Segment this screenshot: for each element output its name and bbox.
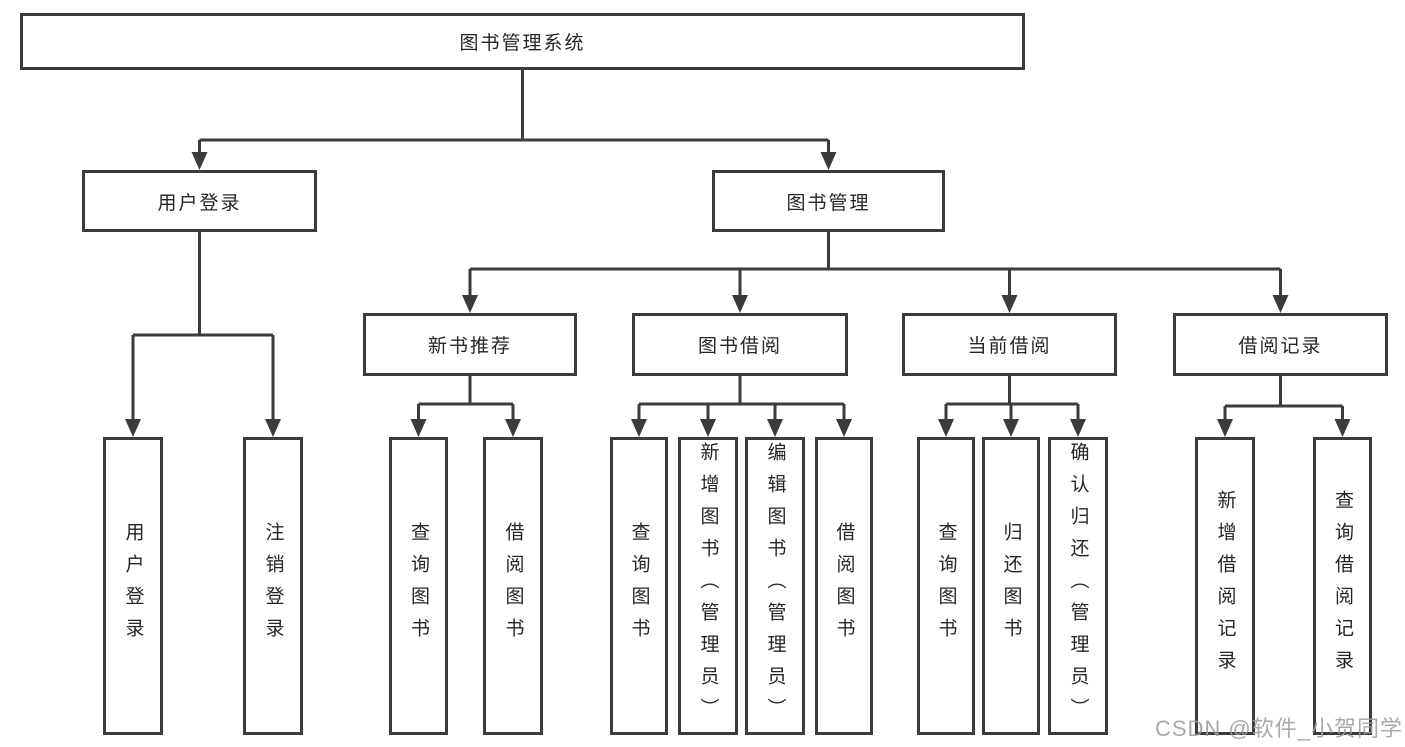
arrowhead-icon: [1217, 419, 1233, 437]
connector-path: [944, 376, 1080, 424]
node-label: 借阅图书: [502, 522, 524, 650]
arrowhead-icon: [938, 419, 954, 437]
arrowhead-icon: [767, 419, 783, 437]
node-label: 注销登录: [262, 522, 284, 650]
arrowhead-icon: [631, 419, 647, 437]
node-label: 用户登录: [122, 522, 144, 650]
arrowhead-icon: [505, 419, 521, 437]
arrowhead-icon: [1334, 419, 1351, 437]
node-label: 查询图书: [628, 522, 650, 650]
node-leaf-rec-borrow: 借阅图书: [483, 437, 543, 735]
arrowhead-icon: [732, 295, 748, 313]
arrowhead-icon: [836, 419, 852, 437]
node-leaf-cb-return: 归还图书: [982, 437, 1040, 735]
node-leaf-user-login: 用户登录: [103, 437, 163, 735]
node-leaf-logout: 注销登录: [243, 437, 303, 735]
arrowhead-icon: [1003, 419, 1019, 437]
node-label: 新增借阅记录: [1214, 490, 1236, 682]
node-leaf-rec-query: 查询图书: [389, 437, 448, 735]
arrowhead-icon: [191, 152, 208, 170]
arrowhead-icon: [700, 419, 716, 437]
arrowhead-icon: [410, 419, 427, 437]
node-borrow-records: 借阅记录: [1173, 313, 1388, 376]
node-leaf-br-query: 查询借阅记录: [1313, 437, 1372, 735]
connector-path: [468, 232, 1282, 300]
arrowhead-icon: [462, 295, 478, 313]
connector-path: [131, 232, 275, 424]
node-label: 图书管理系统: [459, 33, 586, 54]
node-label: 查询图书: [408, 522, 429, 650]
node-book-mgmt: 图书管理: [712, 170, 945, 232]
node-root: 图书管理系统: [20, 13, 1025, 70]
arrowhead-icon: [265, 419, 281, 437]
node-label: 用户登录: [157, 192, 242, 214]
node-leaf-bb-borrow: 借阅图书: [815, 437, 873, 735]
arrowhead-icon: [125, 419, 141, 437]
node-label: 图书管理: [786, 192, 871, 214]
node-label: 图书借阅: [697, 336, 782, 357]
node-label: 查询图书: [935, 522, 957, 650]
node-label: 新增图书（管理员）: [697, 442, 719, 730]
connector-path: [1223, 376, 1344, 424]
connector-path: [417, 376, 515, 424]
node-leaf-cb-query: 查询图书: [917, 437, 975, 735]
node-label: 确认归还（管理员）: [1067, 442, 1089, 730]
arrowhead-icon: [1272, 295, 1289, 313]
node-label: 查询借阅记录: [1332, 490, 1353, 682]
node-leaf-cb-confirm: 确认归还（管理员）: [1048, 437, 1108, 735]
node-label: 编辑图书（管理员）: [764, 442, 786, 730]
node-book-borrow: 图书借阅: [632, 313, 848, 376]
node-leaf-bb-edit: 编辑图书（管理员）: [745, 437, 805, 735]
arrowhead-icon: [820, 152, 837, 170]
arrowhead-icon: [1070, 419, 1086, 437]
arrowhead-icon: [1001, 295, 1018, 313]
node-current-borrow: 当前借阅: [902, 313, 1117, 376]
node-label: 新书推荐: [427, 336, 512, 357]
connector-path: [637, 376, 846, 424]
node-label: 借阅记录: [1238, 336, 1323, 357]
node-user-login: 用户登录: [82, 170, 317, 232]
node-leaf-br-add: 新增借阅记录: [1195, 437, 1255, 735]
node-label: 归还图书: [1000, 522, 1022, 650]
node-leaf-bb-query: 查询图书: [610, 437, 668, 735]
node-label: 借阅图书: [833, 522, 855, 650]
node-leaf-bb-add: 新增图书（管理员）: [678, 437, 738, 735]
node-label: 当前借阅: [967, 336, 1052, 357]
connector-path: [198, 70, 830, 157]
node-new-book-rec: 新书推荐: [363, 313, 577, 376]
